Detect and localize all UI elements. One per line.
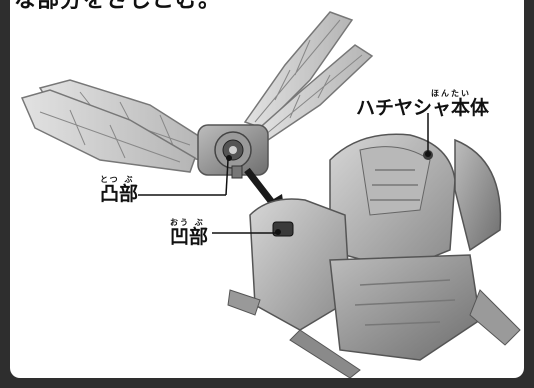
concave-label-ruby: おう ぶ — [170, 218, 205, 227]
robot-body-model — [227, 133, 521, 378]
body-label-ruby: ほんたい — [431, 89, 472, 98]
convex-label-text: 凸部 — [100, 183, 139, 205]
wing-left-lower — [20, 89, 196, 173]
concave-label-text: 凹部 — [170, 226, 209, 248]
instruction-heading: な部分をさしこむ。 — [14, 0, 222, 13]
wing-joint-part — [197, 124, 269, 179]
convex-label-ruby: とつ ぶ — [100, 175, 135, 184]
concave-label: おう ぶ 凹部 — [170, 219, 208, 247]
body-label-text: ハチヤシャ本体 — [356, 97, 490, 119]
body-label: ほんたい ハチヤシャ本体 — [356, 90, 489, 118]
convex-label: とつ ぶ 凸部 — [100, 176, 138, 204]
